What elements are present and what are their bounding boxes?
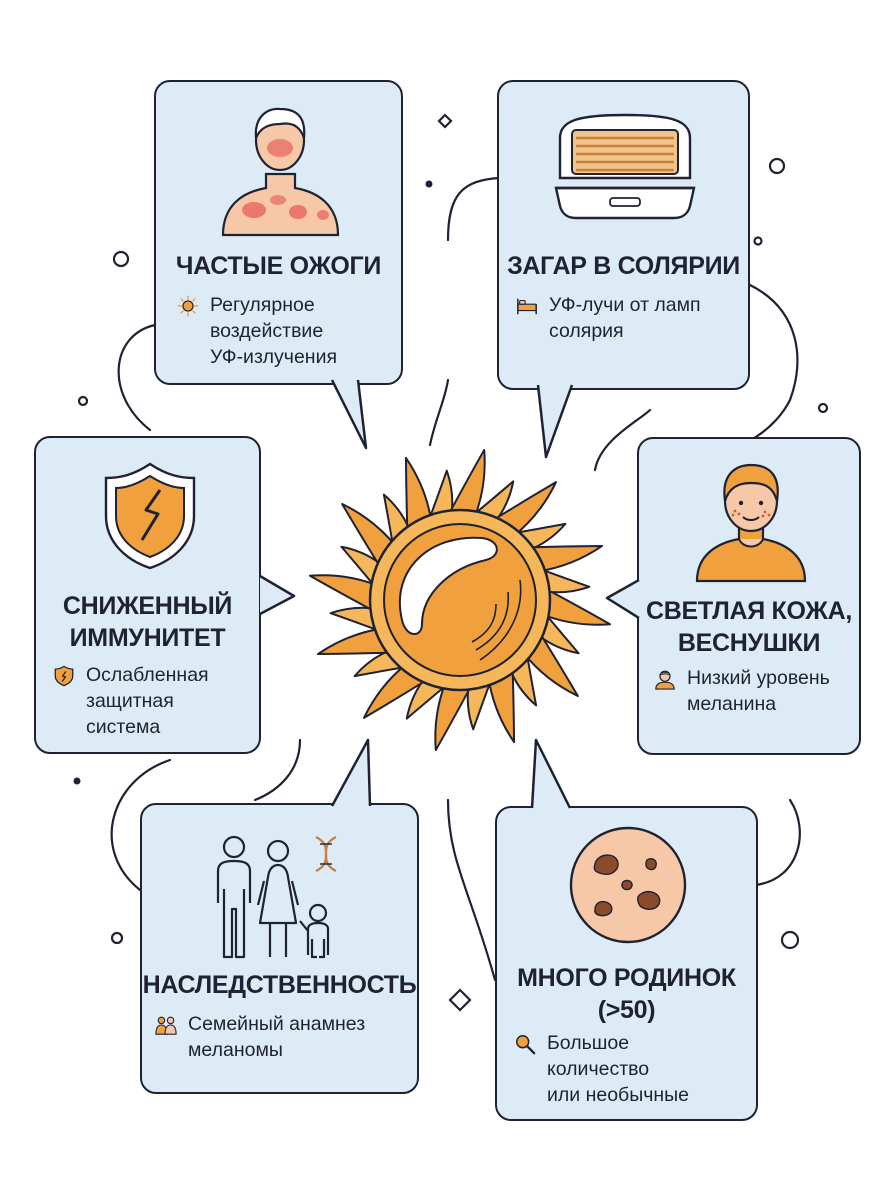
sun-small-icon <box>177 295 199 317</box>
description-text: Большое количество или необычные <box>547 1032 690 1106</box>
freckled-person-icon <box>695 463 807 583</box>
speech-tail <box>330 379 368 450</box>
card-heredity: НАСЛЕДСТВЕННОСТЬ Семейный анамнез мелано… <box>140 803 419 1094</box>
description-text: Ослабленная защитная система <box>86 664 209 738</box>
card-fair-skin: СВЕТЛАЯ КОЖА, ВЕСНУШКИ Низкий уровень ме… <box>637 437 861 755</box>
description-text: УФ-лучи от ламп солярия <box>549 294 701 342</box>
card-description: Семейный анамнез меланомы <box>154 1011 416 1067</box>
sunburned-torso-icon <box>221 107 340 237</box>
bed-icon <box>517 298 537 315</box>
moles-on-skin-icon <box>569 826 687 944</box>
card-description: Регулярное воздействие УФ-излучения <box>176 292 396 372</box>
card-title: СВЕТЛАЯ КОЖА, ВЕСНУШКИ <box>645 597 852 657</box>
speech-tail <box>330 738 372 807</box>
sun-shading <box>471 579 522 661</box>
magnifier-icon <box>516 1035 536 1055</box>
family-small-icon <box>155 1016 177 1035</box>
sun-highlight <box>399 536 498 635</box>
speech-tail <box>530 738 572 809</box>
description-text: Семейный анамнез меланомы <box>188 1013 366 1061</box>
dna-icon <box>315 836 337 872</box>
card-title: НАСЛЕДСТВЕННОСТЬ <box>142 971 417 999</box>
tanning-bed-icon <box>554 113 696 220</box>
card-many-moles: МНОГО РОДИНОК (>50) Большое количество и… <box>495 806 758 1121</box>
person-icon <box>655 670 675 690</box>
card-title: МНОГО РОДИНОК (>50) <box>517 964 736 1024</box>
description-text: Низкий уровень меланина <box>687 667 830 715</box>
card-solarium: ЗАГАР В СОЛЯРИИ УФ-лучи от ламп солярия <box>497 80 750 390</box>
speech-tail <box>259 574 296 616</box>
card-title: ЗАГАР В СОЛЯРИИ <box>507 252 740 280</box>
card-title: ЧАСТЫЕ ОЖОГИ <box>175 252 382 280</box>
sun-ray <box>308 574 381 615</box>
cracked-shield-icon <box>54 665 74 687</box>
card-reduced-immunity: СНИЖЕННЫЙ ИММУНИТЕТ Ослабленная защитная… <box>34 436 261 754</box>
speech-tail <box>605 578 640 620</box>
card-description: Ослабленная защитная система <box>52 662 257 742</box>
sun-ray <box>445 448 486 521</box>
speech-tail <box>536 384 574 459</box>
card-description: УФ-лучи от ламп солярия <box>515 292 743 348</box>
card-title: СНИЖЕННЫЙ ИММУНИТЕТ <box>62 592 233 652</box>
description-text: Регулярное воздействие УФ-излучения <box>210 294 338 368</box>
family-icon <box>216 835 337 959</box>
sun-ray <box>434 679 475 752</box>
cracked-shield-icon <box>104 462 196 570</box>
sun-illustration <box>308 448 612 752</box>
card-frequent-burns: ЧАСТЫЕ ОЖОГИ Регулярное воздействие УФ-и… <box>154 80 403 385</box>
card-description: Большое количество или необычные <box>513 1030 753 1110</box>
card-description: Низкий уровень меланина <box>653 665 859 721</box>
sun-ray <box>539 585 612 626</box>
